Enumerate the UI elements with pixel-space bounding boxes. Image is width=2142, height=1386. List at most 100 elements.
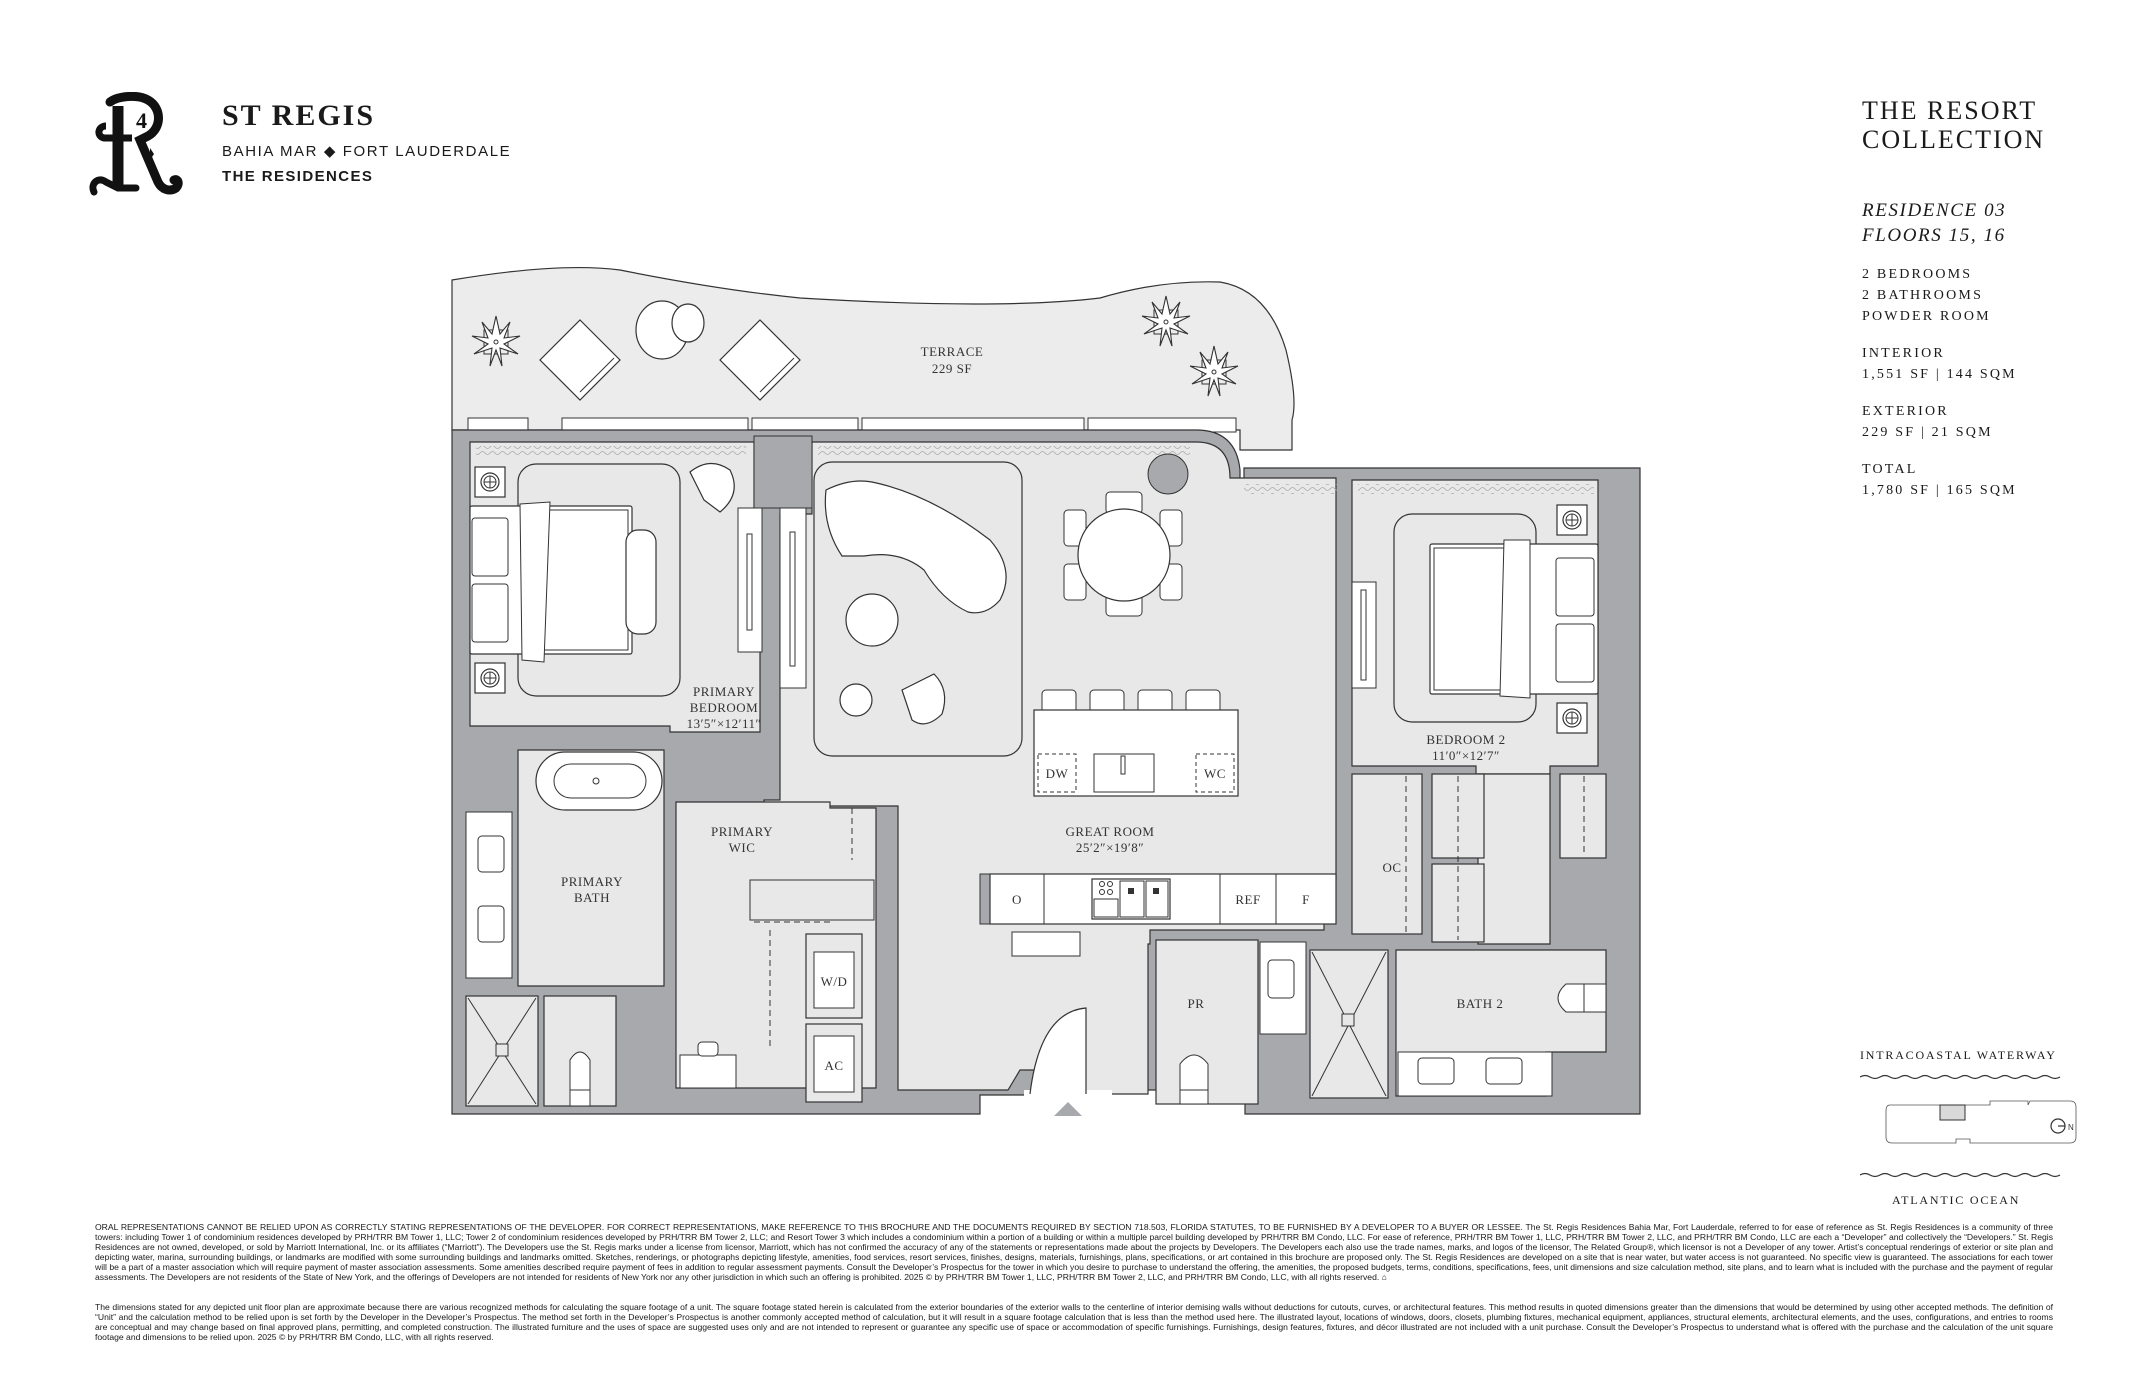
primary-shower [465,995,539,1107]
collection-title: THE RESORT COLLECTION [1862,96,2046,154]
area-rug [1393,513,1537,723]
structural-column [753,435,813,509]
bath-2-label: BATH 2 [1457,996,1504,1011]
sink-icon [1093,753,1155,793]
entry-arrow-icon [1054,1102,1082,1116]
primary-bath-floor [517,749,665,987]
great-room-label: GREAT ROOM [1066,824,1155,839]
dimensions-disclaimer: The dimensions stated for any depicted u… [95,1302,2053,1343]
svg-text:4: 4 [136,108,147,133]
primary-bedroom-furniture: PRIMARY BEDROOM 13′5″×12′11″ [469,462,807,731]
closet-rods [754,776,1585,1050]
bathroom-count: 2 BATHROOMS [1862,288,1984,303]
side-table-icon [671,303,705,343]
wine-cooler-label: WC [1204,766,1226,781]
powder-room-floor [1155,939,1259,1105]
legal-disclaimer: ORAL REPRESENTATIONS CANNOT BE RELIED UP… [95,1222,2053,1283]
laundry-closet [805,933,863,1019]
lounge-chair-icon [539,319,621,401]
terrace-label: TERRACE [921,344,984,359]
wave-bottom-icon [1860,1172,2061,1178]
bedroom-2-label: BEDROOM 2 [1426,732,1505,747]
residence-heading: RESIDENCE 03 FLOORS 15, 16 [1862,198,2045,248]
bedroom-2-dimensions: 11′0″×12′7″ [1432,748,1500,763]
north-label: N [2068,1123,2074,1132]
bed-icon [1429,539,1599,699]
vanity-icon [1397,1051,1553,1097]
primary-bath-label: BATH [574,890,610,905]
ac-unit-icon [813,1035,855,1093]
brand-subtitle: THE RESIDENCES [222,168,374,185]
bed-icon [469,501,633,663]
vanity-icon [465,811,513,979]
bedroom-2-closet [1431,773,1485,859]
washer-dryer-label: W/D [821,974,848,989]
side-table-icon [635,300,689,360]
palm-plant-icon [1141,295,1191,347]
primary-bedroom-floor [469,441,761,733]
nightstand-lamp-icon [1556,702,1588,734]
bathtub-icon [535,751,663,811]
primary-bedroom-dimensions: 13′5″×12′11″ [687,716,762,731]
living-rug [813,461,1023,757]
bedroom-count: 2 BEDROOMS [1862,267,1973,282]
brand-location: BAHIA MAR ◆ FORT LAUDERDALE [222,143,512,160]
dishwasher-label: DW [1046,766,1069,781]
nightstand-lamp-icon [474,662,506,694]
ac-label: AC [824,1058,843,1073]
terrace: TERRACE 229 SF [451,266,1295,451]
terrace-windows [467,417,1237,433]
dining-table-icon [1063,491,1183,617]
residence-info-panel: THE RESORT COLLECTION RESIDENCE 03 FLOOR… [1862,96,2045,501]
powder-room-label: PR [1188,996,1205,1011]
primary-bedroom-label: BEDROOM [690,700,759,715]
unit-location [1939,1104,1966,1121]
wic-island [749,879,875,921]
palm-plant-icon [1189,345,1239,397]
nightstand-lamp-icon [474,466,506,498]
entry-console-icon [1011,931,1081,957]
room-counts: 2 BEDROOMS 2 BATHROOMS POWDER ROOM [1862,264,2045,327]
owner-closet-label: OC [1382,860,1401,875]
lounge-chair-icon [901,673,946,725]
st-regis-monogram-icon: 4 [89,92,183,196]
great-room-dimensions: 25′2″×19′8″ [1076,840,1144,855]
coffee-table-icon [845,593,899,647]
refrigerator-label: REF [1235,892,1260,907]
primary-wc [543,995,617,1107]
primary-bath-fixtures: PRIMARY BATH [465,751,663,1107]
vanity-icon [679,1054,737,1089]
dresser-icon [737,507,763,653]
site-map-diagram: N [1860,1074,2077,1178]
primary-wic-floor [675,801,877,1089]
vanity-icon [1259,941,1307,1035]
terrace-area: 229 SF [932,361,972,376]
intracoastal-label: INTRACOASTAL WATERWAY [1860,1048,2057,1062]
bath-2-fixtures: BATH 2 [1311,951,1607,1097]
shower-icon [1311,951,1387,1097]
palm-plant-icon [471,315,521,367]
cooktop-icon [1091,878,1171,920]
side-table-icon [839,683,873,717]
freezer-label: F [1302,892,1310,907]
kitchen-island: DW WC [1033,689,1239,797]
toilet-icon [569,1051,591,1107]
primary-bedroom-label: PRIMARY [693,684,755,699]
ac-closet [805,1023,863,1103]
bath-2-shower [1309,949,1389,1099]
washer-dryer-icon [813,951,855,1009]
living-area-furniture [813,453,1189,757]
sink-icon [1485,1057,1523,1085]
powder-room: POWDER ROOM [1862,309,1991,324]
bedroom-2-floor [1351,479,1599,775]
primary-bath-label: PRIMARY [561,874,623,889]
brand-logo: 4 ST REGIS BAHIA MAR ◆ FORT LAUDERDALE T… [88,92,511,202]
interior-area: INTERIOR 1,551 SF | 144 SQM [1862,346,2017,382]
nightstand-lamp-icon [1556,504,1588,536]
curved-sofa-icon [824,480,1007,614]
planter-icon [1147,453,1189,495]
atlantic-label: ATLANTIC OCEAN [1892,1193,2021,1207]
sink-icon [1417,1057,1455,1085]
site-key-map: INTRACOASTAL WATERWAY N ATLANTIC OCEAN [1860,1048,2077,1208]
